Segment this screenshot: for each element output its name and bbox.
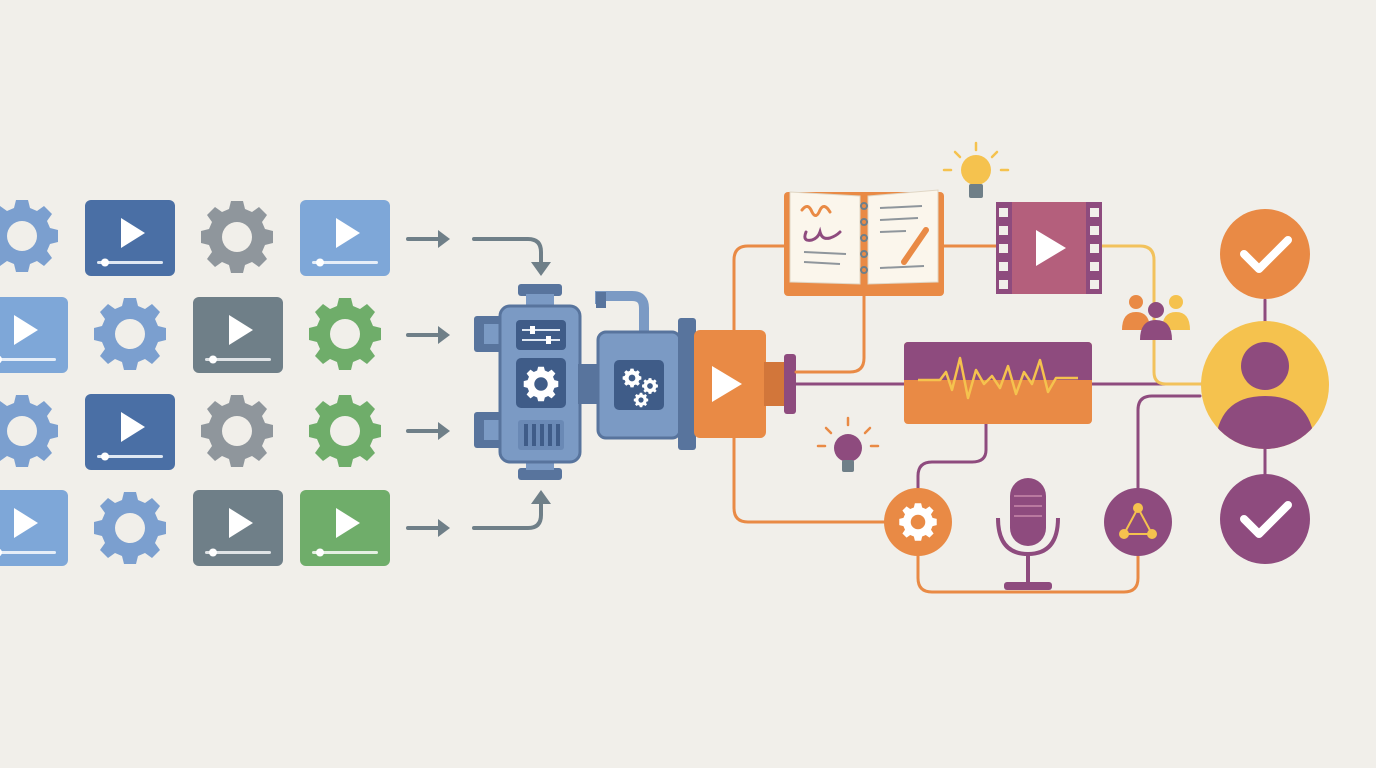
- arrow-icon: [406, 230, 450, 248]
- video-tile-icon: [85, 200, 175, 276]
- user-column: [1201, 209, 1329, 564]
- gear-icon: [309, 395, 381, 467]
- check-purple-icon: [1220, 474, 1310, 564]
- lightbulb-icon: [942, 141, 1010, 198]
- video-tile-icon: [0, 490, 68, 566]
- video-tile-icon: [193, 490, 283, 566]
- gear-icon: [0, 395, 58, 467]
- processing-machine: [474, 284, 796, 480]
- gear-icon: [0, 200, 58, 272]
- lightbulb-icon: [816, 416, 880, 472]
- waveform-icon: [904, 342, 1092, 424]
- video-tile-icon: [300, 200, 390, 276]
- barcode-icon: [518, 420, 564, 450]
- gear-icon: [94, 492, 166, 564]
- outputs: [784, 141, 1190, 590]
- film-strip-icon: [996, 202, 1102, 294]
- video-tile-icon: [85, 394, 175, 470]
- input-grid: [0, 200, 390, 566]
- gear-icon: [516, 358, 566, 408]
- connection-wires: [732, 244, 1267, 594]
- microphone-icon: [996, 478, 1060, 590]
- user-avatar-icon: [1201, 321, 1329, 449]
- arrow-icon: [406, 326, 450, 344]
- arrow-icon: [472, 490, 551, 530]
- gear-icon: [201, 201, 273, 273]
- play-icon: [712, 366, 742, 402]
- arrow-icon: [406, 422, 450, 440]
- arrow-icon: [406, 519, 450, 537]
- network-icon: [1104, 488, 1172, 556]
- gears-icon: [614, 360, 664, 410]
- arrow-icon: [472, 237, 551, 276]
- settings-gear-icon: [884, 488, 952, 556]
- video-tile-icon: [300, 490, 390, 566]
- video-tile-icon: [193, 297, 283, 373]
- team-icon: [1122, 295, 1190, 340]
- video-tile-icon: [0, 297, 68, 373]
- gear-icon: [94, 298, 166, 370]
- gear-icon: [201, 395, 273, 467]
- input-arrows: [406, 230, 551, 537]
- check-orange-icon: [1220, 209, 1310, 299]
- notebook-icon: [784, 189, 944, 296]
- gear-icon: [309, 298, 381, 370]
- sliders-icon: [516, 320, 566, 350]
